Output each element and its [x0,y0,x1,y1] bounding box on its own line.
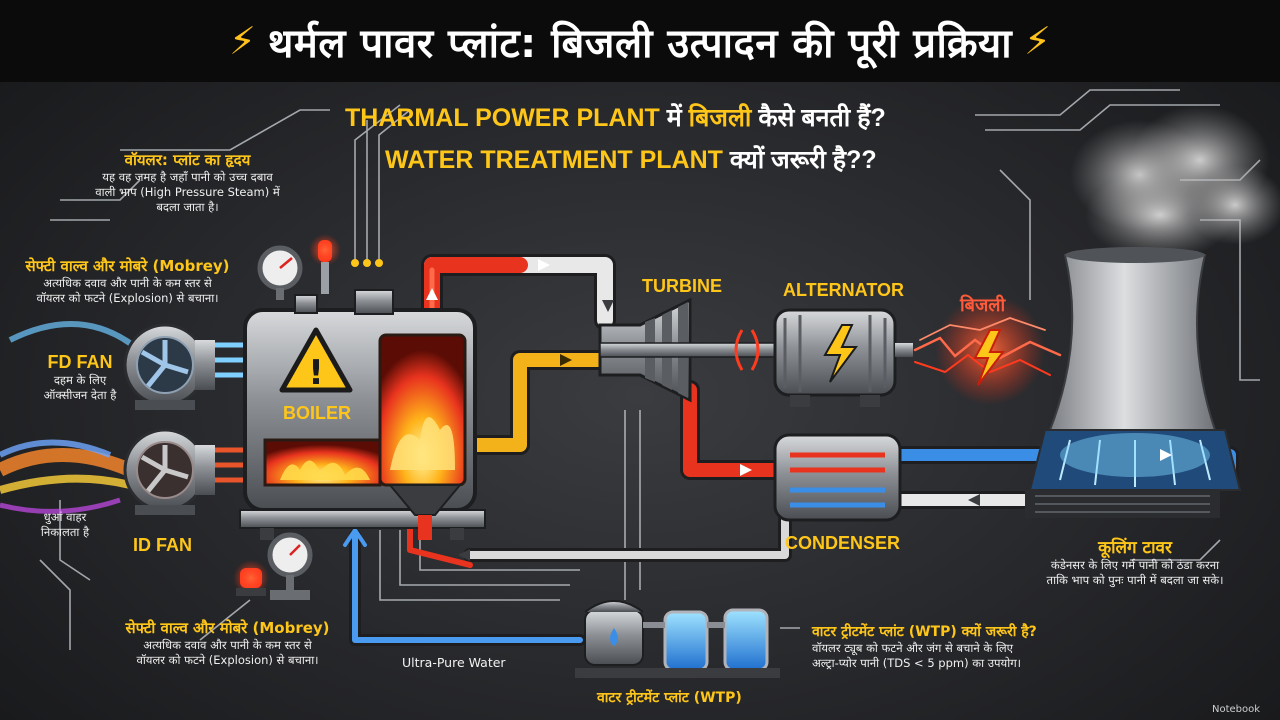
alternator-label: ALTERNATOR [783,280,904,300]
svg-text:!: ! [308,353,324,393]
fd-fan-line-2: ऑक्सीजन देता है [43,388,117,402]
bottom-safety-valve-graphic [233,532,313,600]
question-1-b: में [666,104,682,132]
ultra-pure-water-label: Ultra-Pure Water [402,655,506,670]
cooling-tower-heading: कूलिंग टावर [1098,538,1172,558]
fd-fan-graphic [8,321,260,410]
safety-top-line-2: वॉयलर को फटने (Explosion) से बचाना। [36,291,219,305]
wtp-graphic [575,600,780,678]
warning-icon [279,327,353,393]
safety-bottom-line-1: अत्यधिक दवाव और पानी के कम स्तर से [143,638,312,652]
question-water-treatment: WATER TREATMENT PLANT क्यों जरूरी है?? [385,142,877,176]
exhaust-pipe [680,380,785,480]
wtp-label: वाटर ट्रीटमेंट प्लांट (WTP) [597,690,742,706]
page-title: थर्मल पावर प्लांट: बिजली उत्पादन की पूरी… [267,20,1013,67]
reheat-pipe [460,350,610,455]
safety-valve-note-top: सेफ्टी वाल्व और मोबरे (Mobrey) अत्यधिक द… [5,256,250,306]
lightning-bolt-icon: ⚡ [1024,19,1051,63]
fd-fan-line-1: दहम के लिए [53,373,107,387]
ultra-pure-water-pipe [343,528,586,646]
safety-top-line-1: अत्यधिक दवाव और पानी के कम स्तर से [43,276,212,290]
safety-bottom-line-2: वॉयलर को फटने (Explosion) से बचाना। [136,653,319,667]
fd-fan-note: FD FAN दहम के लिए ऑक्सीजन देता है [15,352,145,403]
watermark: Notebook [1212,704,1261,715]
wtp-note-line-1: वॉयलर ट्यूब को फटने और जंग से बचाने के ल… [812,641,1013,655]
flow-arrows [426,259,1172,561]
question-1-c: बिजली [688,104,752,132]
question-2-b: क्यों जरूरी है?? [729,146,877,174]
question-2-a: WATER TREATMENT PLANT [385,146,723,174]
id-fan-line-2: निकालता है [40,525,90,539]
boiler-note-heading: वॉयलर: प्लांट का हृदय [124,151,251,169]
boiler-note-line-1: यह वह जमह है जहाँ पानी को उच्च दबाव [102,170,273,184]
lightning-bolt-icon: ⚡ [229,19,256,63]
boiler-label: BOILER [283,403,352,423]
safety-bottom-heading: सेफ्टी वाल्व और मोबरे (Mobrey) [125,619,330,637]
lightning-bolt-icon [823,324,858,383]
boiler-graphic: ! [239,234,486,540]
cooling-tower-line-2: ताकि भाप को पुनः पानी में बदला जा सके। [1046,573,1224,587]
alternator-graphic [773,308,913,407]
cooling-tower-line-1: कंडेनसर के लिए गर्म पानी को ठंडा करना [1050,558,1220,572]
id-fan-line-1: धुआं वाहर [43,510,87,524]
id-fan-note: धुआं वाहर निकालता है [20,510,110,540]
question-1-a: THARMAL POWER PLANT [345,104,660,132]
cooling-tower-note: कूलिंग टावर कंडेनसर के लिए गर्म पानी को … [1010,535,1260,588]
wtp-note-heading: वाटर ट्रीटमेंट प्लांट (WTP) क्यों जरूरी … [812,624,1037,640]
title-bar: ⚡ थर्मल पावर प्लांट: बिजली उत्पादन की पू… [0,0,1280,82]
id-fan-graphic [0,428,260,515]
cooling-tower-graphic [1025,105,1280,518]
fd-fan-label: FD FAN [47,352,113,372]
bijli-label: बिजली [960,295,1006,315]
boiler-note-line-3: बदला जाता है। [156,200,219,214]
return-pipe [407,513,792,568]
safety-valve-note-bottom: सेफ्टी वाल्व और मोबरे (Mobrey) अत्यधिक द… [90,618,365,668]
safety-top-heading: सेफ्टी वाल्व और मोबरे (Mobrey) [25,257,230,275]
condenser-graphic [773,433,902,522]
electricity-arcs [913,295,1062,405]
wtp-note-line-2: अल्ट्रा-प्योर पानी (TDS < 5 ppm) का उपयो… [812,656,1022,670]
circuit-lines [39,89,1261,650]
boiler-note-line-2: वाली भाप (High Pressure Steam) में [95,185,280,199]
condenser-label: CONDENSER [785,533,901,553]
boiler-note: वॉयलर: प्लांट का हृदय यह वह जमह है जहाँ … [55,150,320,215]
turbine-label: TURBINE [642,276,722,296]
wtp-note: वाटर ट्रीटमेंट प्लांट (WTP) क्यों जरूरी … [812,622,1112,671]
question-1-d: कैसे बनती हैं? [758,104,886,132]
id-fan-label: ID FAN [133,535,193,555]
question-power-plant: THARMAL POWER PLANT में बिजली कैसे बनती … [345,100,886,134]
turbine-graphic [598,297,781,403]
lightning-bolt-icon [973,329,1006,386]
